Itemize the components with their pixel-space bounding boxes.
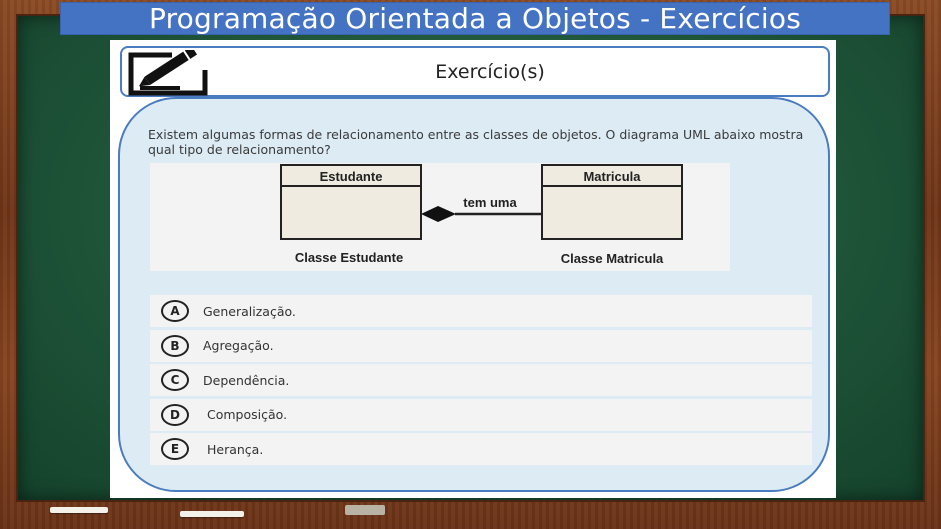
question-text: Existem algumas formas de relacionamento… [148,127,804,157]
option-label: Composição. [207,407,288,423]
uml-relation-label: tem uma [463,195,517,210]
option-label: Herança. [207,441,264,457]
chalk-piece [180,511,244,517]
question-panel: Existem algumas formas de relacionamento… [118,97,830,492]
title-bar: Programação Orientada a Objetos - Exercí… [60,2,890,35]
option-letter: B [161,334,189,357]
option-label: Agregação. [203,338,274,354]
option-e[interactable]: E Herança. [150,433,812,466]
chalk-piece [50,507,108,513]
uml-caption-right: Classe Matricula [561,251,664,266]
option-d[interactable]: D Composição. [150,398,812,431]
exercise-title: Exercício(s) [435,61,545,83]
option-b[interactable]: B Agregação. [150,329,812,362]
exercise-sheet: Exercício(s) Existem algumas formas de r… [110,40,836,498]
page-title: Programação Orientada a Objetos - Exercí… [148,2,802,35]
uml-class-matricula [541,164,683,240]
uml-class-name-right: Matricula [583,169,641,184]
uml-class-estudante [280,164,422,240]
option-letter: C [161,369,189,392]
option-letter: D [161,403,189,426]
uml-caption-left: Classe Estudante [295,250,403,265]
option-letter: E [161,438,189,461]
uml-diagram-svg: Estudante Matricula tem uma Classe Estud… [280,164,683,266]
pencil-edit-icon [128,50,210,96]
answer-options: A Generalização. B Agregação. C Dependên… [150,295,812,468]
option-letter: A [161,300,189,322]
option-label: Dependência. [203,372,290,388]
uml-class-name-left: Estudante [320,169,383,184]
option-c[interactable]: C Dependência. [150,364,812,397]
uml-diagram: Estudante Matricula tem uma Classe Estud… [150,163,730,271]
eraser [345,505,385,515]
filled-diamond-icon [421,206,456,222]
option-a[interactable]: A Generalização. [150,295,812,327]
option-label: Generalização. [203,303,296,319]
exercise-header: Exercício(s) [120,46,830,97]
